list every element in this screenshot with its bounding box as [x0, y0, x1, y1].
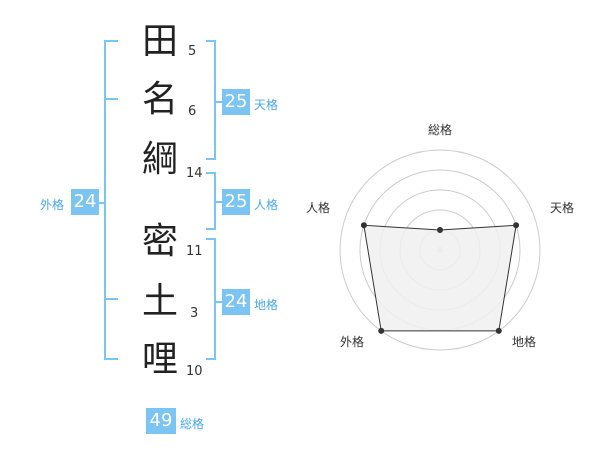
gaikaku-bracket-top [104, 40, 118, 42]
stroke-count-2: 6 [188, 104, 197, 119]
gaikaku-bracket-bottom [104, 358, 118, 360]
radar-point-3 [495, 327, 502, 334]
name-char-4: 密 [141, 221, 178, 262]
radar-points [360, 222, 520, 334]
jinkaku-connector [214, 201, 222, 203]
stroke-count-4: 11 [186, 244, 203, 259]
radar-axis-label-3: 地格 [512, 334, 536, 349]
gaikaku-bracket-mid-bottom [104, 298, 118, 300]
jinkaku-bracket-bottom [206, 228, 216, 230]
radar-axis-label-1: 総格 [428, 122, 452, 137]
name-char-2: 名 [141, 79, 178, 120]
jinkaku-label: 人格 [254, 198, 279, 212]
name-char-5: 土 [141, 281, 178, 322]
radar-axis-label-2: 天格 [550, 200, 574, 215]
radar-point-5 [360, 222, 367, 229]
name-char-1: 田 [141, 21, 178, 62]
tenkaku-bracket-vertical [214, 40, 216, 160]
chikaku-value: 24 [222, 289, 250, 315]
tenkaku-connector [214, 101, 222, 103]
tenkaku-bracket-top [206, 40, 216, 42]
stroke-count-5: 3 [190, 306, 199, 321]
chikaku-bracket-bottom [206, 358, 216, 360]
stroke-count-6: 10 [186, 364, 203, 379]
gaikaku-connector [96, 202, 104, 204]
tenkaku-label: 天格 [254, 98, 279, 112]
radar-axis-label-5: 人格 [306, 200, 330, 215]
jinkaku-bracket-top [206, 172, 216, 174]
radar-point-2 [513, 222, 520, 229]
jinkaku-value: 25 [222, 189, 250, 215]
tenkaku-value: 25 [222, 89, 250, 115]
radar-axis-label-4: 外格 [340, 334, 364, 349]
name-char-3: 綱 [141, 139, 178, 180]
radar-polygon [363, 224, 517, 332]
radar-point-1 [437, 227, 443, 233]
chikaku-bracket-vertical [214, 238, 216, 360]
chikaku-connector [214, 301, 222, 303]
radar-point-4 [378, 327, 385, 334]
stroke-count-3: 14 [186, 166, 203, 181]
gaikaku-bracket-mid-top [104, 98, 118, 100]
chikaku-label: 地格 [254, 298, 279, 312]
radar-ring-5 [339, 149, 541, 351]
gaikaku-value: 24 [71, 189, 99, 215]
gaikaku-label: 外格 [40, 198, 65, 212]
stroke-count-1: 5 [188, 44, 197, 59]
soukaku-value: 49 [146, 408, 176, 434]
gaikaku-bracket-vertical [104, 40, 106, 360]
tenkaku-bracket-bottom [206, 158, 216, 160]
chikaku-bracket-top [206, 238, 216, 240]
name-char-6: 哩 [141, 339, 178, 380]
soukaku-label: 総格 [180, 417, 205, 431]
